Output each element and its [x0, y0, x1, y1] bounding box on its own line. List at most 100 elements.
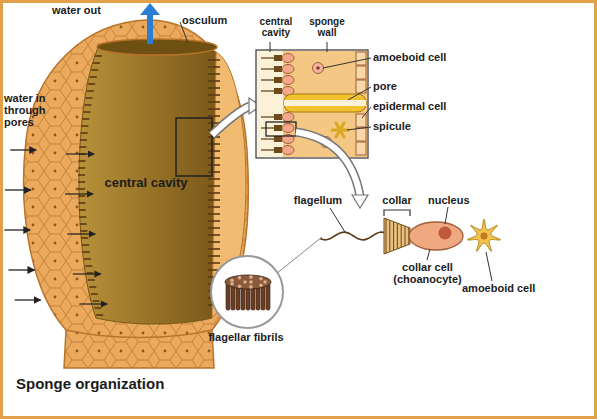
fibril-end [263, 280, 267, 284]
spicule-shape [332, 123, 348, 137]
part-label: nucleus [428, 194, 488, 206]
choanocyte-lining [78, 56, 220, 315]
cell-nucleus [316, 66, 320, 70]
collar-cell-tick [208, 73, 220, 75]
collar-cell-tick [80, 223, 87, 225]
collar-cell-tick [78, 174, 85, 176]
collar-shape [274, 114, 282, 120]
water-in-arrow [65, 193, 93, 194]
collar-cell-tick [87, 90, 94, 92]
water-in-arrows [4, 150, 107, 304]
leader-line [348, 87, 371, 100]
fibril-end [238, 276, 242, 280]
water-in-arrow [15, 299, 41, 300]
flow-label: water in through pores [4, 92, 58, 128]
sponge-base-line [66, 330, 212, 338]
collar-cell-tick [208, 241, 220, 243]
flagellum-line [261, 79, 275, 80]
collar-cell-tick [208, 115, 220, 117]
sponge-body [24, 20, 249, 368]
part-label: epidermal cell [373, 100, 468, 112]
collar-cell-tick [82, 244, 89, 246]
flagellum-line [261, 127, 275, 128]
flagellum-line [261, 90, 275, 91]
fibril-end [238, 285, 242, 289]
water-in-arrow [67, 233, 95, 234]
collar-cell-tick [208, 143, 220, 145]
water-in-arrow [79, 303, 107, 304]
inset-heading: central cavity [252, 16, 300, 38]
collar-cell-tick [79, 146, 86, 148]
collar-cell-tick [88, 83, 95, 85]
microvillus [386, 219, 387, 253]
collar-cell-tick [208, 101, 220, 103]
water-in-arrow [66, 153, 94, 154]
leader-line [347, 127, 371, 130]
collar-cell-tick [81, 132, 88, 134]
collar-cell-body [282, 124, 294, 133]
collar-cell-tick [90, 76, 97, 78]
water-in-arrow [8, 269, 34, 270]
collar-cell-tick [208, 220, 220, 222]
fibril-end [249, 275, 253, 279]
collar-cell-tick [94, 307, 101, 309]
collar-cell-tick [208, 255, 220, 257]
inset-heading: sponge wall [303, 16, 351, 38]
collar-shape [274, 66, 282, 72]
collar-cell-tick [208, 178, 220, 180]
collar-cell-tick [91, 69, 98, 71]
leader-line [270, 42, 271, 52]
collar-cell-tick [208, 157, 220, 159]
collar-cell-tick [208, 199, 220, 201]
flagellar-fibrils-drawing [225, 275, 271, 310]
collar-cell-body [409, 222, 463, 250]
collar-cell-tick [88, 279, 95, 281]
leader-line [323, 58, 371, 68]
fibril-end [230, 278, 234, 282]
collar-cell-body [282, 113, 294, 122]
collar-cell-tick [78, 202, 85, 204]
fibril-end [249, 280, 253, 284]
leader-line [327, 42, 328, 52]
magnify-arrow [212, 106, 250, 135]
collar-cell-tick [89, 286, 96, 288]
water-in-arrow [5, 189, 31, 190]
collar-cell-tick [83, 251, 90, 253]
cell-nucleus [481, 233, 488, 240]
flow-label: water out [52, 4, 122, 16]
part-label: amoeboid cell [373, 51, 463, 63]
flagellum-line [261, 68, 275, 69]
collar-cell-tick [80, 139, 87, 141]
amoeboid-cell [467, 219, 500, 251]
magnify-arrow [296, 132, 360, 196]
collar-cell-tick [208, 59, 220, 61]
collar-cell-tick [80, 230, 87, 232]
microvillus [389, 220, 390, 251]
magnify-frame [176, 118, 212, 176]
fibril-magnifier [211, 256, 283, 328]
magnify-arrow-outline [296, 132, 360, 196]
collar-cell-tick [84, 104, 91, 106]
part-label: pore [373, 80, 433, 92]
water-in-arrow [4, 229, 30, 230]
collar-cell-tick [91, 293, 98, 295]
magnify-arrowhead [352, 195, 368, 208]
epidermal-cell [356, 128, 366, 141]
collar-cell-tick [208, 164, 220, 166]
microvillus [397, 223, 398, 249]
collar-cell-body [282, 146, 294, 155]
collar-cell-tick [208, 192, 220, 194]
water-out-arrow [147, 14, 153, 44]
water-in-arrow [73, 273, 101, 274]
collar-bracket [384, 210, 410, 216]
flagellum-line [261, 149, 275, 150]
collar-cell-tick [79, 160, 86, 162]
part-label: flagellum [288, 194, 348, 206]
flagellum-line [261, 116, 275, 117]
collar-shape [384, 218, 410, 254]
epidermal-cell [356, 52, 366, 65]
collar-shape [274, 55, 282, 61]
